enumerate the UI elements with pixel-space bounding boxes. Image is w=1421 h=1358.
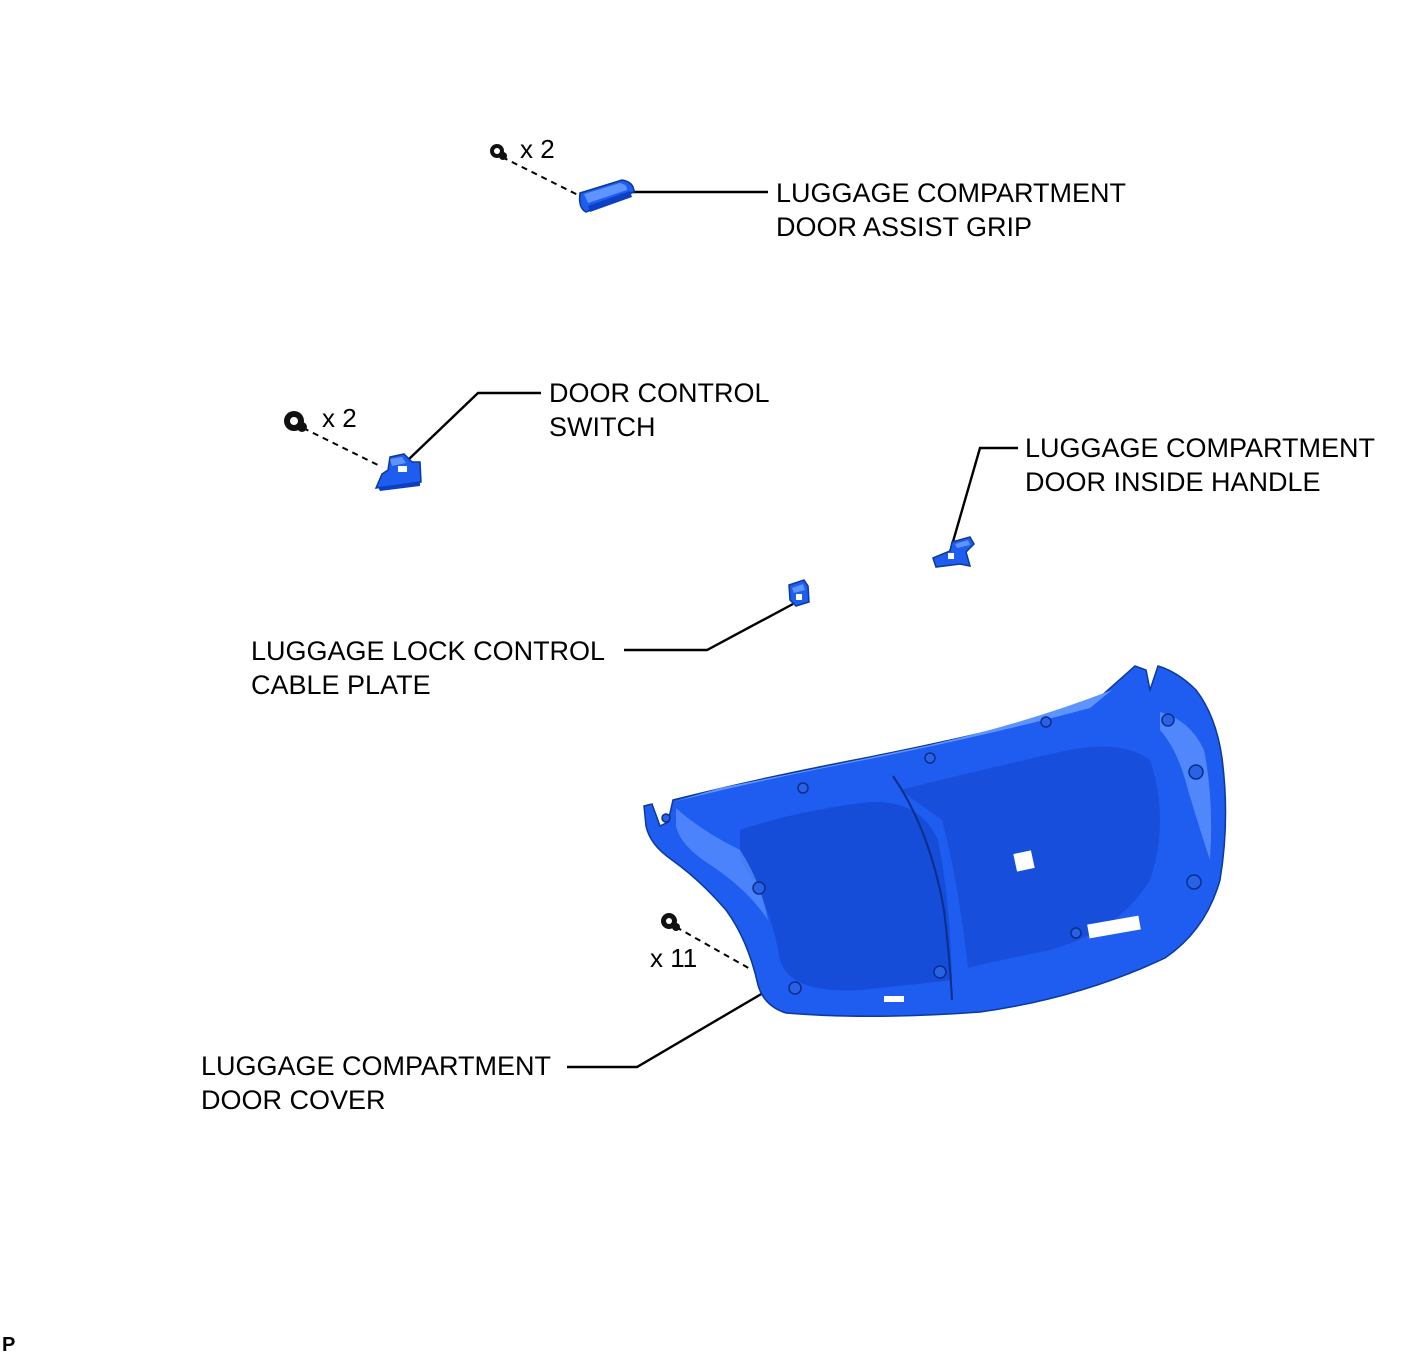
clip-icon [661, 913, 680, 931]
label-assist-grip-line2: DOOR ASSIST GRIP [776, 212, 1033, 242]
label-cable-plate-line2: CABLE PLATE [251, 670, 431, 700]
assist-grip-part [578, 179, 635, 213]
leader-door-control-switch [407, 391, 541, 461]
dash-assist-grip-screw [501, 156, 581, 197]
qty-door-control-switch-fasteners: x 2 [322, 403, 357, 433]
dash-switch-screw [302, 427, 383, 468]
label-inside-handle-line1: LUGGAGE COMPARTMENT [1025, 433, 1376, 463]
label-door-cover-line2: DOOR COVER [201, 1085, 386, 1115]
qty-assist-grip-fasteners: x 2 [520, 134, 555, 164]
leader-inside-handle [948, 446, 1018, 553]
label-assist-grip-line1: LUGGAGE COMPARTMENT [776, 178, 1127, 208]
label-cable-plate-line1: LUGGAGE LOCK CONTROL [251, 636, 606, 666]
label-inside-handle: LUGGAGE COMPARTMENT DOOR INSIDE HANDLE [1025, 431, 1375, 499]
screw-icon [284, 411, 307, 432]
door-cover-part [643, 665, 1227, 1017]
inside-handle-part [932, 536, 975, 568]
label-door-cover-line1: LUGGAGE COMPARTMENT [201, 1051, 552, 1081]
screw-icon [490, 144, 507, 160]
leader-door-cover [567, 991, 764, 1069]
qty-door-cover-fasteners: x 11 [650, 943, 698, 973]
label-door-control-switch: DOOR CONTROL SWITCH [549, 376, 770, 444]
label-door-control-switch-line2: SWITCH [549, 412, 656, 442]
label-cable-plate: LUGGAGE LOCK CONTROL CABLE PLATE [251, 634, 605, 702]
label-door-control-switch-line1: DOOR CONTROL [549, 378, 770, 408]
dash-cover-clip [675, 926, 753, 971]
leader-cable-plate [624, 602, 794, 652]
label-assist-grip: LUGGAGE COMPARTMENT DOOR ASSIST GRIP [776, 176, 1126, 244]
label-inside-handle-line2: DOOR INSIDE HANDLE [1025, 467, 1321, 497]
figure-code: P [2, 1334, 16, 1356]
cable-plate-part [788, 579, 810, 607]
door-control-switch-part [374, 453, 422, 491]
label-door-cover: LUGGAGE COMPARTMENT DOOR COVER [201, 1049, 551, 1117]
